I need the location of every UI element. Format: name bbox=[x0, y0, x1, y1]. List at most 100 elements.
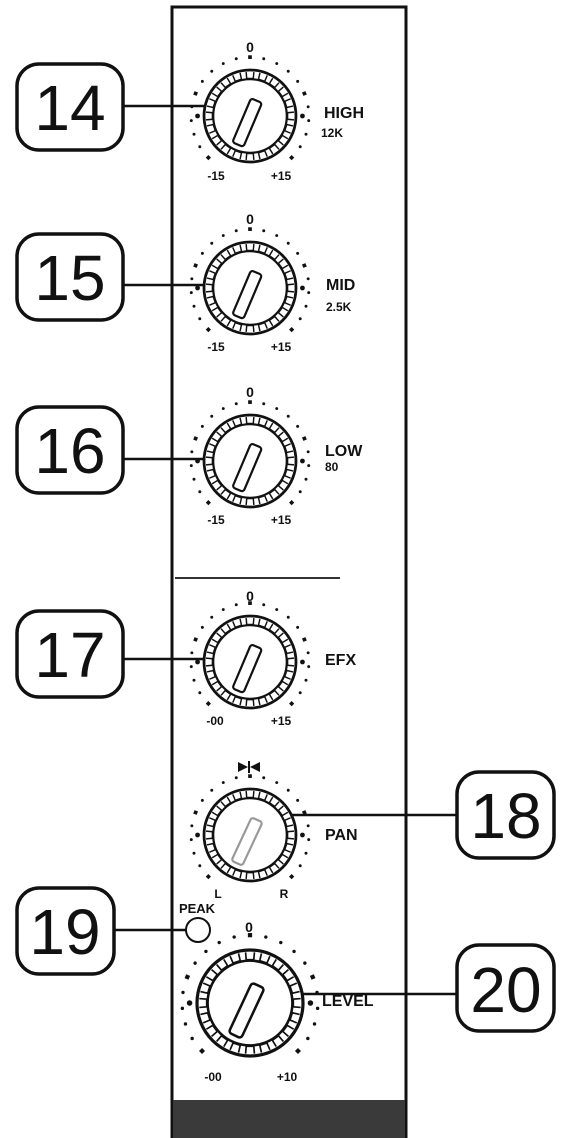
scale-minor-dot bbox=[275, 234, 279, 238]
scale-minor-dot bbox=[298, 145, 302, 149]
scale-minor-dot bbox=[264, 935, 268, 939]
scale-minor-dot bbox=[307, 291, 311, 295]
scale-minor-dot bbox=[217, 940, 221, 945]
callout-20: 20 bbox=[278, 943, 556, 1033]
scale-minor-dot bbox=[298, 864, 302, 868]
scale-center-dot bbox=[300, 659, 305, 665]
scale-minor-dot bbox=[296, 251, 300, 255]
scale-minor-dot bbox=[306, 105, 310, 109]
scale-minor-dot bbox=[286, 615, 290, 619]
scale-major-mark bbox=[205, 500, 211, 506]
high-eq-knob[interactable] bbox=[189, 55, 311, 164]
scale-minor-dot bbox=[200, 424, 204, 428]
high-min-label: -15 bbox=[207, 169, 225, 183]
scale-minor-dot bbox=[190, 450, 194, 454]
scale-minor-dot bbox=[304, 678, 308, 682]
low-name-label: LOW bbox=[325, 443, 363, 460]
mid-max-label: +15 bbox=[271, 340, 292, 354]
scale-center-dot bbox=[300, 285, 305, 291]
scale-major-mark bbox=[289, 874, 295, 880]
scale-center-dot bbox=[300, 113, 305, 119]
scale-minor-dot bbox=[192, 851, 196, 855]
scale-minor-dot bbox=[234, 57, 238, 61]
scale-minor-dot bbox=[198, 317, 202, 321]
scale-minor-dot bbox=[303, 961, 307, 965]
callout-19-number: 19 bbox=[29, 896, 100, 968]
callout-18-number: 18 bbox=[470, 780, 541, 852]
callout-15-number: 15 bbox=[34, 242, 105, 314]
scale-minor-dot bbox=[221, 781, 225, 785]
scale-minor-dot bbox=[279, 940, 283, 945]
scale-minor-dot bbox=[232, 935, 236, 939]
scale-minor-dot bbox=[210, 615, 214, 619]
scale-minor-dot bbox=[262, 229, 266, 233]
scale-major-mark bbox=[301, 637, 307, 642]
scale-center-dot bbox=[300, 458, 305, 464]
high-freq-label: 12K bbox=[321, 126, 343, 140]
scale-major-mark bbox=[248, 601, 252, 605]
scale-minor-dot bbox=[286, 414, 290, 418]
scale-minor-dot bbox=[262, 776, 266, 780]
scale-minor-dot bbox=[234, 603, 238, 607]
mid-name-label: MID bbox=[326, 277, 355, 294]
scale-minor-dot bbox=[307, 665, 311, 669]
scale-minor-dot bbox=[304, 851, 308, 855]
mid-freq-label: 2.5K bbox=[326, 300, 352, 314]
callout-17-number: 17 bbox=[34, 619, 105, 691]
scale-minor-dot bbox=[192, 477, 196, 481]
scale-minor-dot bbox=[296, 424, 300, 428]
mid-top-label: 0 bbox=[246, 211, 254, 227]
scale-minor-dot bbox=[306, 1036, 310, 1041]
efx-send-knob[interactable] bbox=[189, 601, 311, 710]
peak-led bbox=[185, 917, 211, 943]
knob-pointer bbox=[231, 817, 263, 866]
scale-major-mark bbox=[193, 810, 199, 815]
level-knob[interactable] bbox=[180, 933, 320, 1058]
scale-major-mark bbox=[309, 974, 316, 980]
scale-center-dot bbox=[307, 1000, 314, 1006]
scale-minor-dot bbox=[190, 1036, 194, 1041]
scale-minor-dot bbox=[298, 691, 302, 695]
knob-pointer bbox=[228, 982, 265, 1039]
scale-minor-dot bbox=[315, 1006, 320, 1011]
pan-left-label: L bbox=[214, 887, 221, 901]
scale-minor-dot bbox=[221, 407, 225, 411]
scale-minor-dot bbox=[292, 949, 296, 954]
scale-minor-dot bbox=[306, 450, 310, 454]
scale-minor-dot bbox=[200, 251, 204, 255]
scale-minor-dot bbox=[210, 788, 214, 792]
scale-minor-dot bbox=[296, 798, 300, 802]
scale-minor-dot bbox=[306, 277, 310, 281]
scale-minor-dot bbox=[296, 625, 300, 629]
scale-minor-dot bbox=[307, 838, 311, 842]
scale-minor-dot bbox=[200, 625, 204, 629]
scale-minor-dot bbox=[190, 651, 194, 655]
scale-minor-dot bbox=[275, 407, 279, 411]
high-max-label: +15 bbox=[271, 169, 292, 183]
scale-major-mark bbox=[248, 400, 252, 404]
scale-minor-dot bbox=[190, 824, 194, 828]
scale-minor-dot bbox=[200, 798, 204, 802]
scale-minor-dot bbox=[192, 304, 196, 308]
low-max-label: +15 bbox=[271, 513, 292, 527]
scale-minor-dot bbox=[306, 651, 310, 655]
scale-minor-dot bbox=[198, 490, 202, 494]
level-min-label: -00 bbox=[204, 1070, 222, 1084]
scale-minor-dot bbox=[275, 608, 279, 612]
scale-minor-dot bbox=[315, 990, 319, 995]
pan-knob[interactable] bbox=[189, 774, 311, 883]
scale-center-dot bbox=[300, 832, 305, 838]
callout-14-number: 14 bbox=[34, 72, 105, 144]
high-top-label: 0 bbox=[246, 39, 254, 55]
mid-eq-knob[interactable] bbox=[189, 227, 311, 336]
scale-major-mark bbox=[247, 933, 253, 938]
scale-minor-dot bbox=[262, 402, 266, 406]
low-eq-knob[interactable] bbox=[189, 400, 311, 509]
scale-minor-dot bbox=[192, 678, 196, 682]
callout-19: 19 bbox=[15, 886, 186, 976]
efx-top-label: 0 bbox=[246, 588, 254, 604]
scale-minor-dot bbox=[180, 1006, 185, 1011]
scale-minor-dot bbox=[181, 990, 185, 995]
scale-minor-dot bbox=[296, 79, 300, 83]
